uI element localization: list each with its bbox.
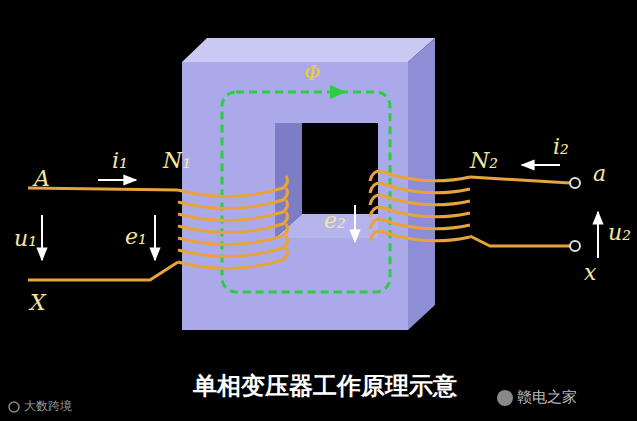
primary-winding (178, 176, 287, 197)
logo-icon (9, 402, 19, 412)
current-arrow (522, 164, 560, 166)
terminal-label: X (30, 292, 46, 314)
secondary-wire-a (470, 177, 570, 183)
voltage-arrow (41, 215, 43, 260)
primary-winding (178, 248, 287, 269)
emf-label: e₂ (324, 210, 346, 232)
watermark: 赣电之家 (517, 390, 577, 405)
primary-winding (178, 188, 287, 209)
secondary-wire-x (470, 236, 570, 246)
voltage-label: u₁ (14, 228, 37, 250)
emf-arrow (354, 205, 356, 242)
current-label: i₂ (553, 136, 569, 158)
core-window (275, 123, 378, 238)
primary-winding (178, 236, 287, 257)
terminal-label: x (584, 262, 596, 284)
primary-winding (178, 212, 287, 233)
secondary-winding (370, 183, 470, 193)
terminal-label: a (593, 163, 606, 185)
emf-arrow (154, 215, 156, 260)
current-label: i₁ (112, 150, 128, 172)
emf-label: e₁ (125, 226, 147, 248)
secondary-winding (370, 195, 470, 205)
flux-arrow (330, 85, 346, 99)
primary-wire-a (28, 188, 178, 190)
primary-wire-x (28, 262, 178, 280)
winding-label: N₂ (470, 150, 498, 172)
secondary-winding (370, 207, 470, 217)
core-top (182, 38, 435, 62)
current-arrow (98, 179, 136, 181)
terminal (570, 178, 580, 188)
watermark: 大数跨境 (24, 400, 72, 412)
wechat-icon (497, 390, 513, 406)
flux-label: Φ (304, 63, 320, 83)
primary-winding (178, 224, 287, 245)
voltage-label: u₂ (608, 222, 631, 244)
core-side (408, 38, 435, 330)
flux-path (222, 92, 390, 292)
voltage-arrow (597, 212, 599, 258)
terminal-label: A (34, 168, 50, 190)
primary-winding (178, 200, 287, 221)
secondary-winding (370, 219, 470, 229)
secondary-winding (370, 231, 470, 241)
secondary-winding (370, 171, 470, 181)
terminal (570, 241, 580, 251)
winding-label: N₁ (163, 150, 191, 172)
caption: 单相变压器工作原理示意 (193, 374, 457, 398)
